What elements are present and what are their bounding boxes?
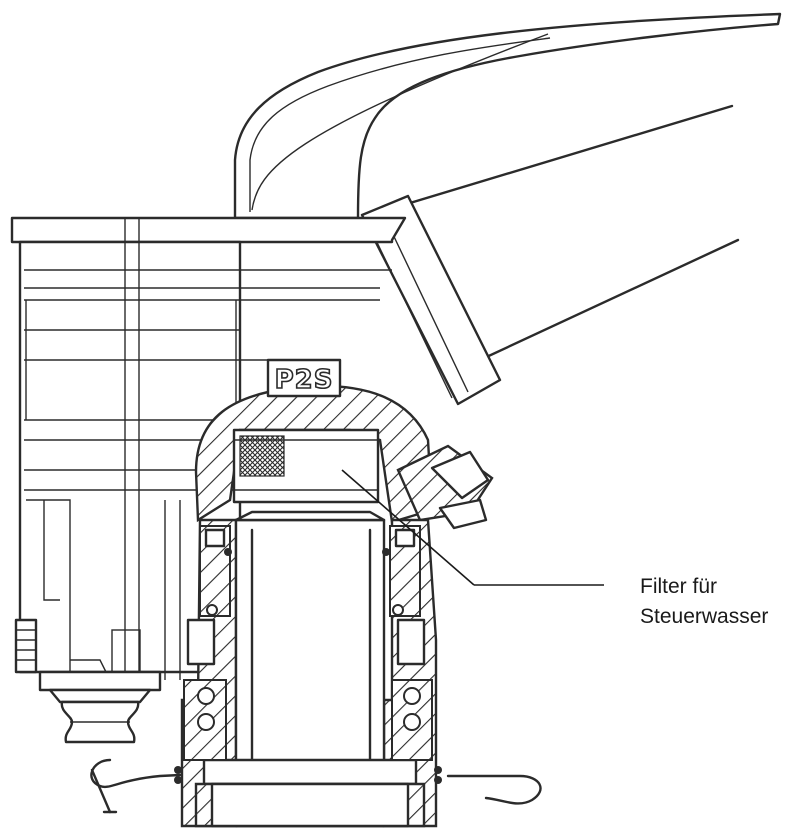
filter-mesh-icon <box>239 435 285 477</box>
outlet-lines <box>378 104 740 362</box>
right-seal-stack <box>382 525 442 784</box>
filter-callout-label: Filter für Steuerwasser <box>640 572 768 632</box>
left-hook-pin <box>90 758 202 814</box>
right-hook-pin <box>446 774 542 805</box>
base-plate <box>38 670 162 744</box>
left-seal-stack <box>174 525 232 784</box>
adjustment-knob <box>14 618 38 674</box>
valve-marking-text: P2S <box>274 364 334 396</box>
callout-line-2: Steuerwasser <box>640 605 769 628</box>
angled-coupling <box>360 194 502 406</box>
lever-handle <box>233 12 782 220</box>
callout-leader <box>341 469 604 586</box>
p2s-plate <box>266 358 342 398</box>
callout-line-1: Filter für <box>640 575 718 598</box>
pilot-fitting <box>396 444 494 530</box>
valve-dome-section <box>194 384 434 524</box>
